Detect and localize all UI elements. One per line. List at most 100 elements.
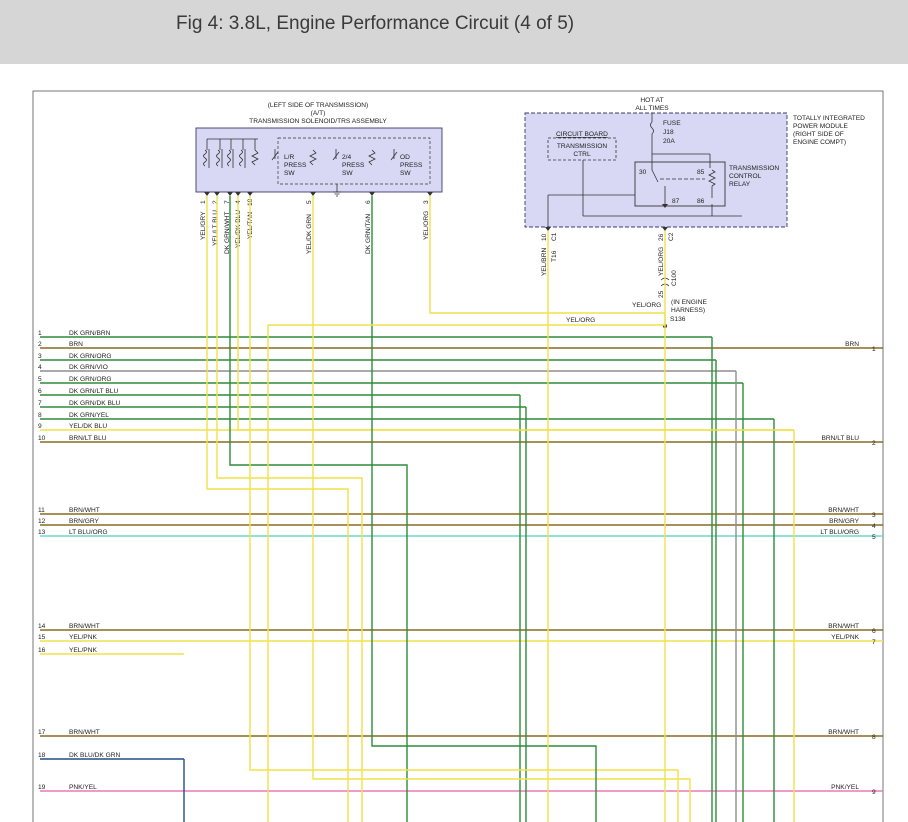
fuse-label: FUSE: [663, 120, 681, 127]
left-row-number: 18: [38, 752, 46, 759]
right-row-label: YEL/PNK: [831, 634, 859, 641]
left-row-number: 10: [38, 435, 46, 442]
left-row-number: 15: [38, 634, 46, 641]
power-module: HOT AT ALL TIMES TOTALLY INTEGRATED POWE…: [524, 97, 865, 328]
left-row-label: DK GRN/YEL: [69, 412, 109, 419]
solenoid-wire: [249, 196, 679, 822]
transmission-ctrl-line-1: TRANSMISSION: [557, 143, 607, 150]
module-name-line-4: ENGINE COMPT): [793, 139, 846, 146]
relay-pin-85: 85: [697, 169, 705, 176]
module-conn-c2: C2: [668, 232, 675, 241]
right-row-number: 3: [872, 512, 876, 519]
wire-label-dk-grn-tan: DK GRN/TAN: [365, 214, 372, 254]
left-row-number: 14: [38, 623, 46, 630]
module-pin-26: 26: [658, 233, 665, 241]
module-name-line-2: POWER MODULE: [793, 123, 849, 130]
left-row-number: 16: [38, 647, 46, 654]
left-row-label: YEL/DK BLU: [69, 423, 107, 430]
module-connector-arrows: [545, 204, 668, 231]
module-name-line-1: TOTALLY INTEGRATED: [793, 115, 865, 122]
wire-label-yel-brn: YEL/BRN: [541, 248, 548, 276]
transmission-solenoid-assembly: (LEFT SIDE OF TRANSMISSION) (A/T) TRANSM…: [195, 102, 443, 254]
pressure-switch-group: [277, 137, 431, 185]
wires: [40, 196, 883, 822]
left-row-label: LT BLU/ORG: [69, 529, 108, 536]
left-row-label: BRN/WHT: [69, 729, 100, 736]
right-row-number: 2: [872, 440, 876, 447]
harness-note-line-2: HARNESS): [671, 307, 705, 314]
left-row-label: BRN/LT BLU: [69, 435, 107, 442]
switch-lr-line2: PRESS: [284, 162, 307, 169]
left-row-label: YEL/PNK: [69, 634, 97, 641]
right-row-label: BRN/WHT: [828, 729, 859, 736]
wire-label-module-yel-org: YEL/ORG: [658, 247, 665, 276]
left-row-number: 5: [38, 376, 42, 383]
pressure-switch-lr: [271, 149, 317, 166]
wire-label-yel-dk-grn: YEL/DK GRN: [306, 214, 313, 254]
relay-pin-87: 87: [672, 198, 680, 205]
relay-pin-86: 86: [697, 198, 705, 205]
switch-od-line3: SW: [400, 170, 411, 177]
power-module-box: [524, 112, 788, 228]
left-row-label: DK GRN/ORG: [69, 353, 112, 360]
right-row-label: BRN/LT BLU: [822, 435, 860, 442]
left-row-label: DK GRN/LT BLU: [69, 388, 118, 395]
title-bar: Fig 4: 3.8L, Engine Performance Circuit …: [0, 0, 908, 64]
solenoid-wire: [216, 196, 363, 822]
page-title: Fig 4: 3.8L, Engine Performance Circuit …: [176, 13, 575, 34]
relay-line-2: CONTROL: [729, 173, 762, 180]
left-row-number: 1: [38, 330, 42, 337]
splice-label: S136: [670, 316, 686, 323]
left-row-number: 12: [38, 518, 46, 525]
hot-at-line-2: ALL TIMES: [635, 105, 669, 112]
left-row-number: 4: [38, 364, 42, 371]
right-row-number: 6: [872, 628, 876, 635]
solenoid-wire: [237, 196, 794, 431]
hot-at-line-1: HOT AT: [640, 97, 663, 104]
fuse-icon: [650, 113, 654, 154]
right-row-number: 5: [872, 534, 876, 541]
assembly-pin-7: 7: [224, 200, 231, 204]
harness-note-line-1: (IN ENGINE: [671, 299, 708, 306]
solenoid-wire: [229, 196, 408, 822]
pressure-switch-24: [332, 149, 376, 166]
transmission-ctrl-line-2: CTRL: [573, 151, 591, 158]
switch-24-line1: 2/4: [342, 154, 351, 161]
left-row-label: BRN/WHT: [69, 623, 100, 630]
right-row-label: BRN/WHT: [828, 623, 859, 630]
fuse-id: J18: [663, 129, 674, 136]
right-row-number: 9: [872, 789, 876, 796]
relay-internals: [547, 153, 742, 227]
left-row-label: DK GRN/ORG: [69, 376, 112, 383]
solenoid-wire: [371, 196, 597, 822]
relay-pin-30: 30: [639, 169, 647, 176]
module-pin-10: 10: [541, 233, 548, 241]
relay-line-3: RELAY: [729, 181, 751, 188]
harness-wire-label: YEL/ORG: [632, 302, 661, 309]
relay-line-1: TRANSMISSION: [729, 165, 779, 172]
module-conn-c1: C1: [551, 232, 558, 241]
left-row-number: 2: [38, 341, 42, 348]
left-row-number: 19: [38, 784, 46, 791]
switch-lr-line1: L/R: [284, 154, 294, 161]
wire-label-yel-gry: YEL/GRY: [200, 211, 207, 240]
transmission-control-relay: [634, 161, 726, 207]
assembly-pin-1: 1: [200, 200, 207, 204]
c100-label: C100: [671, 270, 678, 286]
left-row-number: 7: [38, 400, 42, 407]
assembly-header-line-3: TRANSMISSION SOLENOID/TRS ASSEMBLY: [249, 118, 387, 125]
right-row-number: 4: [872, 523, 876, 530]
left-row-label: DK BLU/DK GRN: [69, 752, 121, 759]
assembly-pin-3: 3: [423, 200, 430, 204]
left-row-number: 11: [38, 507, 45, 514]
module-name-line-3: (RIGHT SIDE OF: [793, 131, 844, 138]
assembly-header-line-1: (LEFT SIDE OF TRANSMISSION): [268, 102, 369, 109]
c100-pin: 25: [658, 290, 665, 298]
ground-icon: [333, 184, 341, 197]
switch-24-line3: SW: [342, 170, 353, 177]
right-row-number: 1: [872, 346, 876, 353]
assembly-header-line-2: (A/T): [311, 110, 326, 117]
left-row-label: DK GRN/VIO: [69, 364, 108, 371]
left-row-number: 13: [38, 529, 46, 536]
